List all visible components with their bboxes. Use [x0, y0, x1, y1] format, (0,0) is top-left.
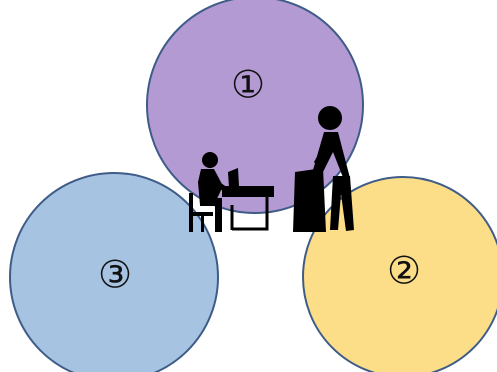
- circle-1-group: ①: [146, 0, 364, 214]
- circle-2-label: ②: [387, 249, 421, 293]
- teacher-at-lectern-icon: [293, 106, 354, 232]
- circle-3-group: ③: [9, 172, 219, 372]
- circle-3: [9, 172, 219, 372]
- circle-1-label: ①: [231, 63, 265, 107]
- circle-1: [146, 0, 364, 214]
- student-at-desk-icon: [189, 152, 274, 232]
- circle-3-label: ③: [98, 253, 132, 297]
